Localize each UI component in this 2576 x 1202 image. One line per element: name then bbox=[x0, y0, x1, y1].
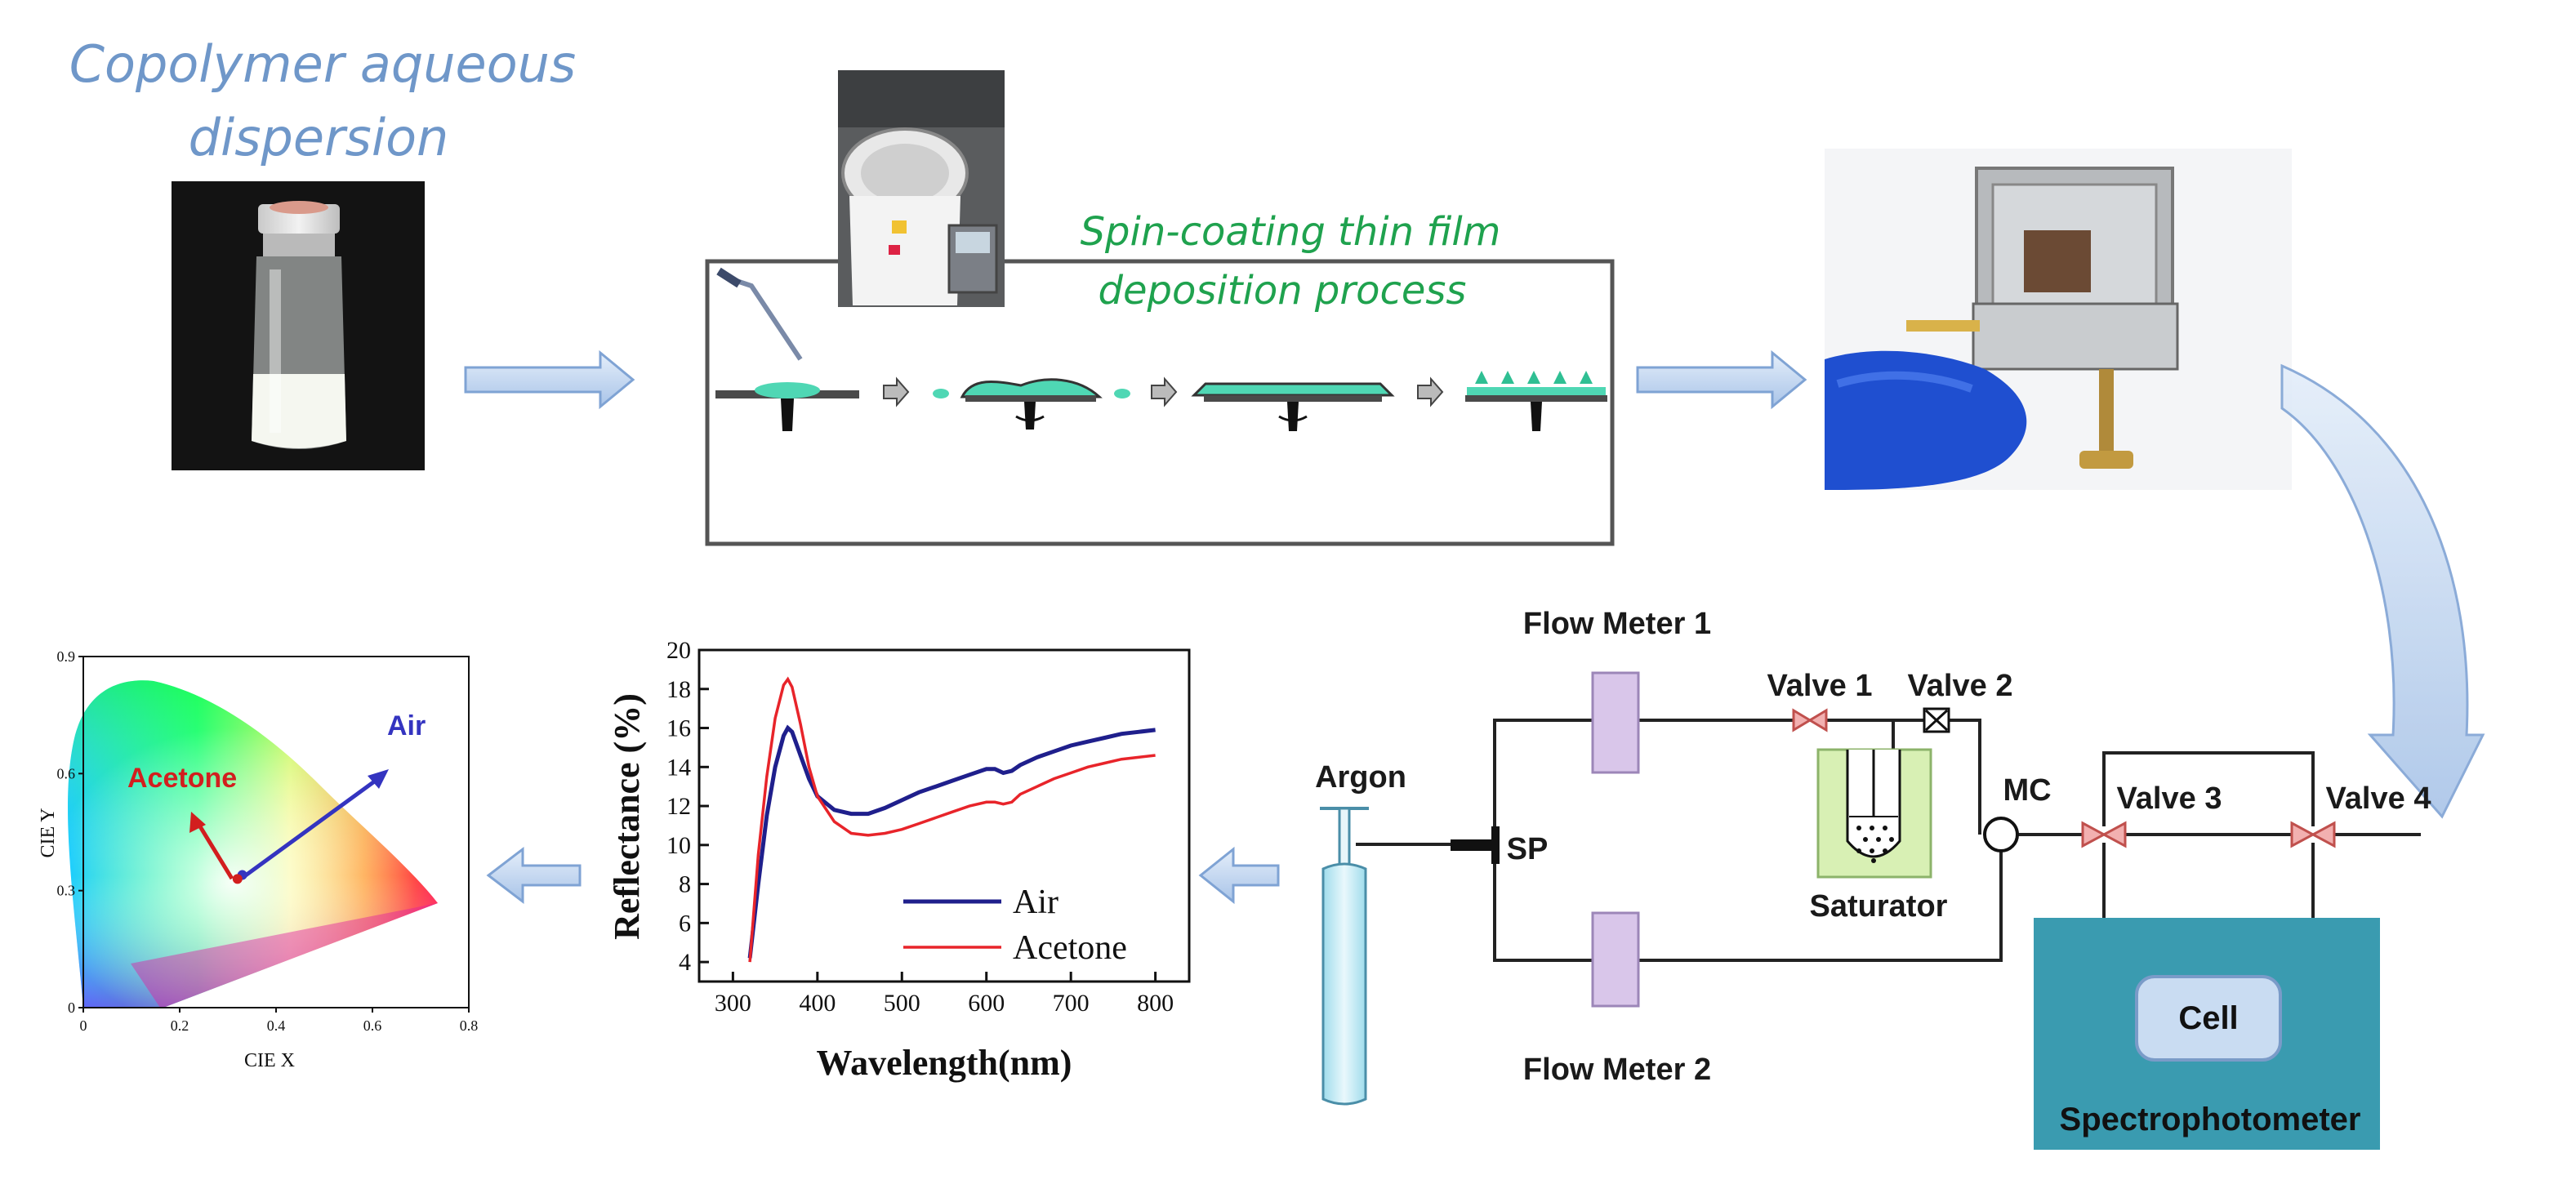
cie-y-tick-label: 0.9 bbox=[57, 648, 76, 665]
cell-box bbox=[2135, 975, 2282, 1062]
flow-meter-2-label: Flow Meter 2 bbox=[1523, 1053, 1711, 1087]
arrow-right-2 bbox=[1636, 349, 1807, 410]
reflectance-y-tick-label: 8 bbox=[679, 871, 691, 898]
reflectance-x-tick-label: 300 bbox=[715, 990, 751, 1017]
arrow-left-1 bbox=[1198, 846, 1280, 905]
cie-x-tick-label: 0.4 bbox=[267, 1017, 286, 1034]
reflectance-y-tick-label: 10 bbox=[666, 832, 691, 859]
flow-meter-1-label: Flow Meter 1 bbox=[1523, 607, 1711, 641]
vial-photo bbox=[172, 181, 425, 470]
reflectance-x-tick-label: 700 bbox=[1053, 990, 1090, 1017]
cie-x-tick-label: 0.2 bbox=[171, 1017, 189, 1034]
valve-1-label: Valve 1 bbox=[1767, 669, 1873, 703]
flow-meter-2 bbox=[1591, 911, 1640, 1008]
cie-y-tick-label: 0.3 bbox=[57, 883, 76, 899]
arrow-right-1 bbox=[464, 349, 635, 410]
reflectance-y-tick-label: 4 bbox=[679, 949, 691, 976]
cie-annotation-arrows bbox=[189, 769, 389, 880]
cie-ticks: 0 0.2 0.4 0.6 0.8 0 0.3 0.6 0.9 bbox=[57, 648, 479, 1034]
reflectance-y-tick-label: 16 bbox=[666, 715, 691, 742]
reflectance-y-tick-label: 14 bbox=[666, 754, 691, 781]
cie-y-tick-label: 0.6 bbox=[57, 765, 76, 781]
reflectance-y-tick-label: 18 bbox=[666, 676, 691, 703]
reflectance-series-air bbox=[747, 724, 1156, 959]
reflectance-y-label: Reflectance (%) bbox=[607, 693, 647, 940]
reflectance-chart: 4 6 8 10 12 14 16 18 20 300 400 500 600 700 800 AirAc… bbox=[607, 637, 1191, 1083]
spin-arrow-3 bbox=[1417, 376, 1444, 407]
cie-x-label: CIE X bbox=[244, 1050, 295, 1071]
reflectance-x-tick-label: 400 bbox=[799, 990, 836, 1017]
sp-label: SP bbox=[1507, 832, 1549, 866]
argon-cylinder bbox=[1320, 807, 1369, 1106]
legend-label-air: Air bbox=[1013, 884, 1058, 921]
spin-title-line1: Spin-coating thin film bbox=[1081, 209, 1501, 255]
reflectance-series bbox=[747, 676, 1156, 963]
cie-x-tick-label: 0.6 bbox=[363, 1017, 382, 1034]
arrow-left-2 bbox=[486, 846, 582, 905]
argon-label: Argon bbox=[1315, 760, 1406, 795]
mc-icon bbox=[1983, 817, 2019, 853]
flow-meter-1 bbox=[1591, 671, 1640, 774]
cie-y-tick-label: 0 bbox=[68, 999, 75, 1016]
spin-stage-3 bbox=[1191, 382, 1395, 431]
arrow-curved bbox=[2280, 363, 2485, 819]
cie-chart: 0 0.2 0.4 0.6 0.8 0 0.3 0.6 0.9 Air Acetone CIE … bbox=[38, 648, 478, 1071]
valve-4-icon bbox=[2290, 821, 2336, 848]
valve-4-label: Valve 4 bbox=[2326, 781, 2431, 816]
cie-air-label: Air bbox=[387, 710, 426, 741]
spin-stage-4 bbox=[1465, 371, 1607, 431]
cie-y-label: CIE Y bbox=[38, 808, 59, 857]
valve-1-icon bbox=[1792, 708, 1828, 732]
spin-title-line2: deposition process bbox=[1099, 268, 1467, 314]
cie-x-tick-label: 0 bbox=[80, 1017, 87, 1034]
reflectance-y-ticks: 4 6 8 10 12 14 16 18 20 bbox=[666, 637, 709, 976]
valve-2-label: Valve 2 bbox=[1908, 669, 2013, 703]
sp-connector bbox=[1451, 839, 1495, 851]
dispersion-title-line1: Copolymer aqueous bbox=[69, 34, 576, 94]
spin-stage-2 bbox=[933, 378, 1130, 430]
valve-3-icon bbox=[2081, 821, 2127, 848]
mc-label: MC bbox=[2003, 773, 2051, 808]
cie-acetone-label: Acetone bbox=[127, 763, 237, 794]
sp-junction bbox=[1491, 826, 1500, 864]
reflectance-y-tick-label: 20 bbox=[666, 637, 691, 664]
spin-arrow-2 bbox=[1151, 376, 1178, 407]
reflectance-x-tick-label: 500 bbox=[884, 990, 920, 1017]
reflectance-x-ticks: 300 400 500 600 700 800 bbox=[715, 972, 1174, 1017]
pipette-icon bbox=[716, 267, 803, 361]
reflectance-y-tick-label: 12 bbox=[666, 793, 691, 820]
cell-label: Cell bbox=[2178, 1000, 2238, 1036]
gas-setup bbox=[1320, 671, 2421, 1150]
cie-x-tick-label: 0.8 bbox=[460, 1017, 479, 1034]
reflectance-y-tick-label: 6 bbox=[679, 910, 691, 937]
reflectance-series-acetone bbox=[748, 676, 1156, 963]
spin-coating-panel bbox=[705, 259, 1615, 546]
legend-label-acetone: Acetone bbox=[1013, 929, 1127, 967]
reflectance-x-tick-label: 600 bbox=[968, 990, 1005, 1017]
spin-stage-1 bbox=[715, 382, 859, 431]
dispersion-title-line2: dispersion bbox=[189, 108, 449, 167]
valve-3-label: Valve 3 bbox=[2117, 781, 2222, 816]
cell-holder-photo bbox=[1825, 149, 2292, 490]
spin-coater-photo bbox=[838, 70, 1005, 307]
cie-point-acetone bbox=[232, 874, 243, 884]
spin-arrow-1 bbox=[883, 376, 910, 407]
saturator-label: Saturator bbox=[1810, 889, 1948, 924]
spectrophotometer-label: Spectrophotometer bbox=[2060, 1102, 2361, 1137]
reflectance-plot-frame bbox=[697, 648, 1191, 983]
reflectance-x-label: Wavelength(nm) bbox=[817, 1043, 1072, 1083]
reflectance-x-tick-label: 800 bbox=[1137, 990, 1174, 1017]
